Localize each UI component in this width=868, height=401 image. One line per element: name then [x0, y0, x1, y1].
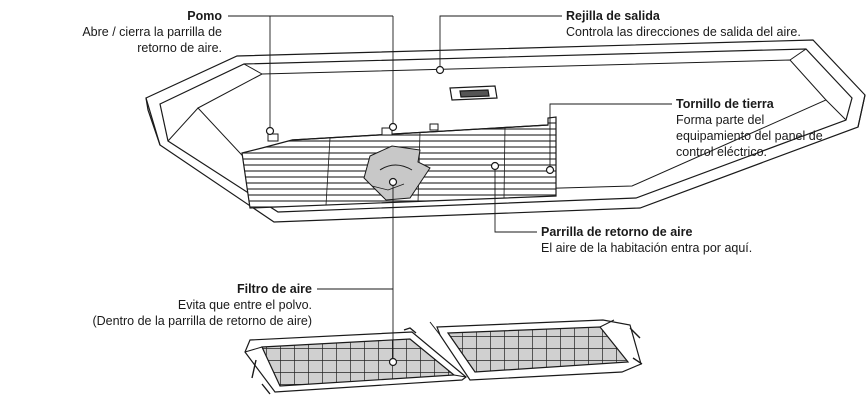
label-filtro-title: Filtro de aire: [236, 282, 312, 296]
dot-parrilla: [490, 161, 500, 171]
label-parrilla-desc: El aire de la habitación entra por aquí.: [541, 241, 753, 255]
air-filter-right: [429, 319, 643, 381]
dot-rejilla: [435, 65, 445, 75]
leader-filtro: [317, 184, 394, 360]
label-tornillo-desc-2: equipamiento del panel de: [676, 129, 823, 143]
dot-pomo-left: [265, 126, 275, 136]
knob-left: [267, 133, 279, 142]
leader-tornillo: [549, 103, 672, 168]
label-parrilla-title: Parrilla de retorno de aire: [541, 225, 693, 239]
label-rejilla-desc: Controla las direcciones de salida del a…: [566, 25, 801, 39]
label-tornillo-desc-3: control eléctrico.: [676, 145, 768, 159]
leader-rejilla: [439, 15, 562, 68]
air-return-grille: [241, 116, 557, 209]
air-filter-left: [244, 327, 467, 395]
ceiling-panel: [145, 39, 866, 223]
label-parrilla: Parrilla de retorno de aire El aire de l…: [541, 224, 861, 256]
label-tornillo: Tornillo de tierra Forma parte del equip…: [676, 96, 866, 160]
dot-filtro-grille: [388, 177, 398, 187]
leader-lines: [228, 15, 672, 360]
dot-filtro: [388, 357, 398, 367]
leader-parrilla: [494, 168, 537, 233]
leader-pomo: [228, 15, 394, 128]
label-tornillo-desc-1: Forma parte del: [676, 113, 765, 127]
label-pomo-desc-1: Abre / cierra la parrilla de: [82, 25, 222, 39]
label-tornillo-title: Tornillo de tierra: [676, 97, 774, 111]
label-pomo-desc-2: retorno de aire.: [137, 41, 222, 55]
leader-dots: [265, 65, 555, 367]
label-pomo-title: Pomo: [187, 9, 222, 23]
label-filtro-desc-2: (Dentro de la parrilla de retorno de air…: [92, 314, 312, 328]
label-filtro-desc-1: Evita que entre el polvo.: [177, 298, 312, 312]
center-shutter: [363, 145, 431, 201]
label-rejilla-title: Rejilla de salida: [566, 9, 660, 23]
label-pomo: Pomo Abre / cierra la parrilla de retorn…: [10, 8, 222, 56]
dot-pomo-center: [388, 122, 398, 132]
knob-center: [381, 127, 393, 136]
dot-tornillo: [545, 165, 555, 175]
label-rejilla: Rejilla de salida Controla las direccion…: [566, 8, 866, 40]
label-filtro: Filtro de aire Evita que entre el polvo.…: [4, 281, 312, 329]
